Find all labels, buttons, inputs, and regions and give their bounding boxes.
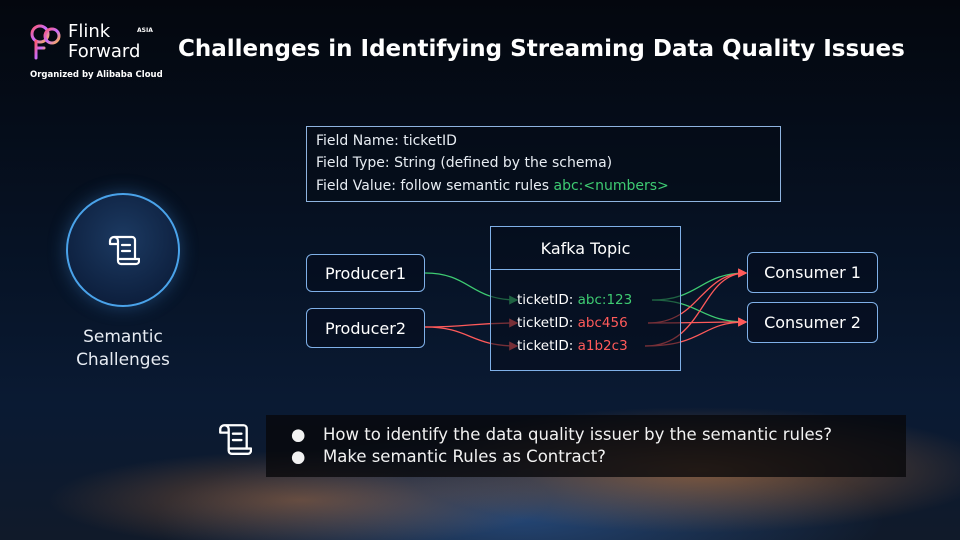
flink-logo-icon [30,24,61,60]
document-scroll-icon [219,424,252,455]
logo-region: ASIA [137,27,153,34]
message-key: ticketID: [517,315,578,331]
question-item-1: ● How to identify the data quality issuer… [291,425,832,444]
kafka-message-1: ticketID: abc:123 [517,292,632,308]
schema-semantic-rule: abc:<numbers> [553,178,669,194]
logo-organizer: Organized by Alibaba Cloud [30,70,163,80]
kafka-message-2: ticketID: abc456 [517,315,628,331]
schema-definition-box: Field Name: ticketID Field Type: String … [306,126,781,202]
question-item-2: ● Make semantic Rules as Contract? [291,447,606,466]
semantic-challenges-label: Semantic Challenges [60,326,186,372]
message-value-invalid: a1b2c3 [577,338,628,354]
message-key: ticketID: [517,338,578,354]
question-text: How to identify the data quality issuer … [323,425,833,444]
producer1-node: Producer1 [306,254,425,292]
kafka-message-3: ticketID: a1b2c3 [517,338,628,354]
schema-field-value: Field Value: follow semantic rules abc:<… [316,178,669,194]
message-value-invalid: abc456 [577,315,628,331]
bullet-icon: ● [291,447,306,466]
consumer1-node: Consumer 1 [747,252,878,293]
schema-field-type: Field Type: String (defined by the schem… [316,155,613,171]
schema-field-value-prefix: Field Value: follow semantic rules [316,178,554,194]
message-value-valid: abc:123 [577,292,633,308]
producer2-node: Producer2 [306,308,425,348]
kafka-topic-title: Kafka Topic [491,227,680,270]
question-text: Make semantic Rules as Contract? [323,447,606,466]
questions-panel [266,415,906,477]
logo-text-flink: Flink [68,21,111,42]
consumer2-node: Consumer 2 [747,302,878,343]
document-scroll-icon [108,235,140,266]
semantic-label-line1: Semantic [83,327,163,347]
flink-forward-logo: Flink ASIA Forward Organized by Alibaba … [28,22,168,82]
slide-title: Challenges in Identifying Streaming Data… [178,36,905,62]
schema-field-name: Field Name: ticketID [316,133,457,149]
semantic-label-line2: Challenges [76,350,170,370]
bullet-icon: ● [291,425,306,444]
semantic-icon-circle [66,193,180,307]
kafka-topic-box: Kafka Topic ticketID: abc:123 ticketID: … [490,226,681,371]
logo-text-forward: Forward [68,41,141,62]
message-key: ticketID: [517,292,578,308]
